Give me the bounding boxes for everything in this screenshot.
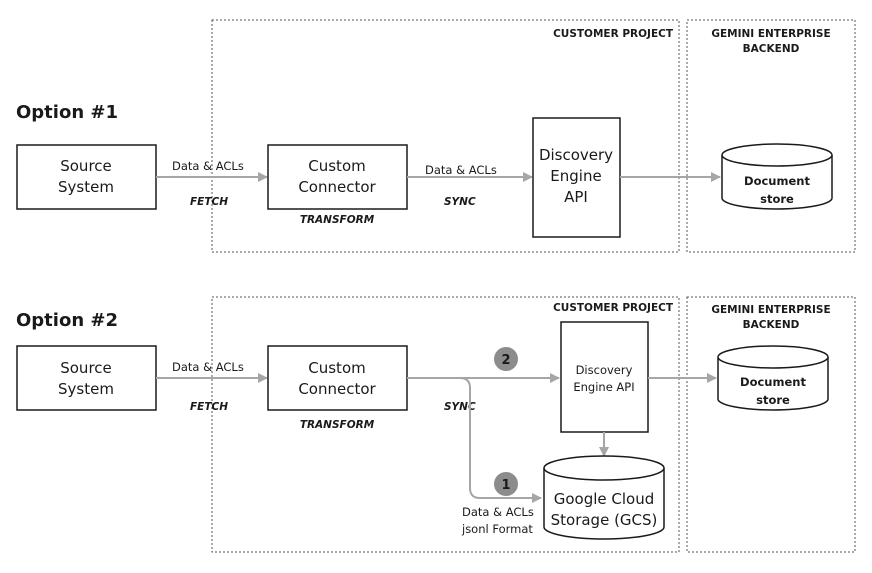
option-1: Option #1 CUSTOMER PROJECT GEMINI ENTERP… [16, 19, 856, 253]
discovery-api-label-line1: Discovery [576, 363, 633, 377]
discovery-api-label-line1: Discovery [539, 146, 613, 164]
custom-connector-label-line2: Connector [298, 178, 376, 196]
customer-project-label: CUSTOMER PROJECT [553, 302, 674, 314]
option-2: Option #2 CUSTOMER PROJECT GEMINI ENTERP… [16, 296, 856, 553]
document-store-label-line2: store [756, 393, 790, 407]
transform-tag: TRANSFORM [300, 419, 375, 431]
source-system-label-line1: Source [60, 359, 112, 377]
transform-tag: TRANSFORM [300, 214, 375, 226]
gemini-backend-label-line2: BACKEND [743, 319, 800, 331]
customer-project-label: CUSTOMER PROJECT [553, 28, 674, 40]
option-1-title: Option #1 [16, 102, 118, 123]
customer-project-zone [211, 19, 680, 253]
document-store-label-line1: Document [740, 375, 806, 389]
gcs-label-line1: Google Cloud [554, 490, 655, 508]
custom-connector-box [267, 144, 408, 210]
custom-connector-box [267, 345, 408, 411]
sync-tag: SYNC [444, 196, 476, 208]
gcs-arrow-label-line2: jsonl Format [461, 522, 533, 536]
fetch-arrow-label: Data & ACLs [172, 360, 244, 374]
custom-connector-label-line1: Custom [308, 157, 365, 175]
discovery-api-label-line3: API [564, 188, 588, 206]
step-1-badge: 1 [494, 472, 518, 496]
fetch-tag: FETCH [190, 401, 228, 413]
gcs-storage-cylinder [543, 455, 665, 540]
custom-connector-label-line2: Connector [298, 380, 376, 398]
gcs-label-line2: Storage (GCS) [551, 511, 658, 529]
discovery-engine-api-box [532, 117, 621, 238]
gemini-backend-label-line1: GEMINI ENTERPRISE [711, 28, 830, 40]
gemini-backend-zone [686, 296, 856, 553]
sync-arrow-label: Data & ACLs [425, 163, 497, 177]
source-system-label-line1: Source [60, 157, 112, 175]
gcs-sync-arrow [459, 377, 542, 503]
source-system-label-line2: System [58, 178, 114, 196]
sync-tag: SYNC [444, 401, 476, 413]
option-2-title: Option #2 [16, 310, 118, 331]
fetch-tag: FETCH [190, 196, 228, 208]
document-store-label-line1: Document [744, 174, 810, 188]
custom-connector-label-line1: Custom [308, 359, 365, 377]
gcs-arrow-label-line1: Data & ACLs [462, 505, 534, 519]
step-1-badge-text: 1 [501, 478, 510, 493]
source-system-box [16, 144, 157, 210]
fetch-arrow-label: Data & ACLs [172, 159, 244, 173]
source-system-label-line2: System [58, 380, 114, 398]
source-system-box [16, 345, 157, 411]
gemini-backend-label-line2: BACKEND [743, 43, 800, 55]
gemini-backend-label-line1: GEMINI ENTERPRISE [711, 304, 830, 316]
step-2-badge: 2 [494, 347, 518, 371]
discovery-api-label-line2: Engine [550, 167, 601, 185]
discovery-engine-api-box [560, 321, 649, 433]
step-2-badge-text: 2 [501, 353, 510, 368]
discovery-api-label-line2: Engine API [573, 380, 634, 394]
document-store-cylinder [721, 143, 833, 210]
document-store-cylinder [717, 345, 829, 411]
gemini-backend-zone [686, 19, 856, 253]
document-store-label-line2: store [760, 192, 794, 206]
customer-project-zone [211, 296, 680, 553]
